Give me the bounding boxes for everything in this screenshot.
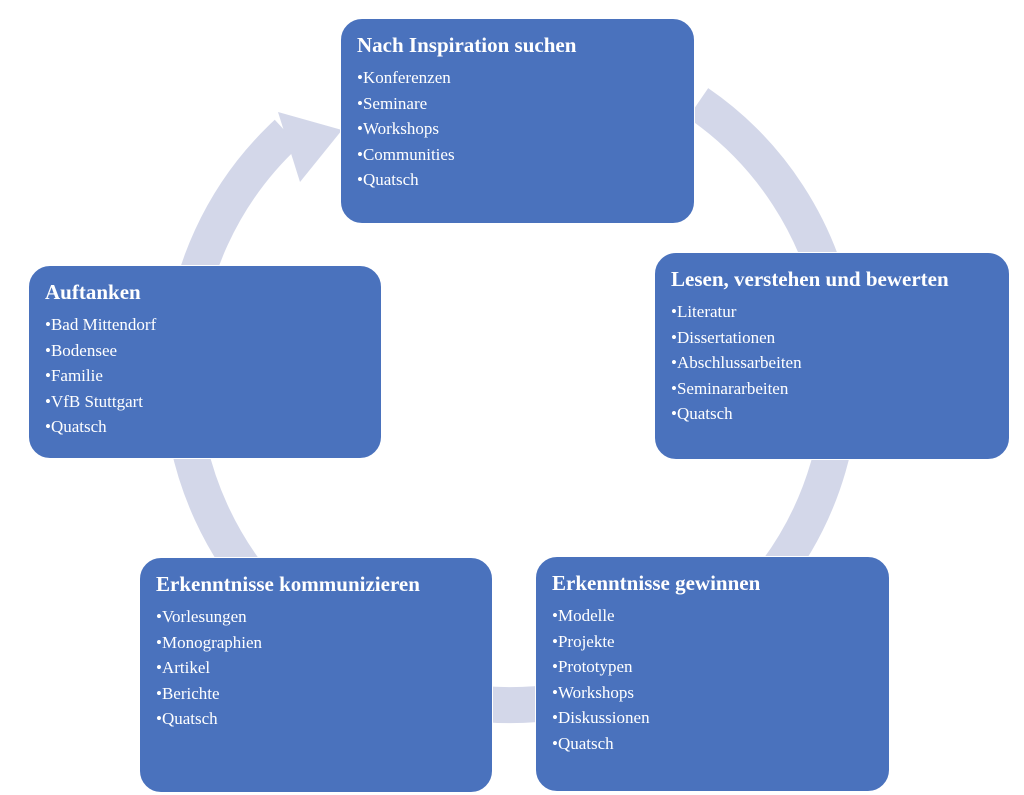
list-item: Projekte [552, 629, 877, 655]
list-item: Seminararbeiten [671, 376, 997, 402]
list-item: Konferenzen [357, 65, 682, 91]
list-item: VfB Stuttgart [45, 389, 369, 415]
stage-item-list: Literatur Dissertationen Abschlussarbeit… [671, 299, 997, 427]
list-item: Berichte [156, 681, 480, 707]
list-item: Bodensee [45, 338, 369, 364]
list-item: Artikel [156, 655, 480, 681]
stage-title: Erkenntnisse kommunizieren [156, 572, 420, 596]
stage-item-list: Bad Mittendorf Bodensee Familie VfB Stut… [45, 312, 369, 440]
list-item: Bad Mittendorf [45, 312, 369, 338]
list-item: Dissertationen [671, 325, 997, 351]
list-item: Communities [357, 142, 682, 168]
stage-box-auftanken: Auftanken Bad Mittendorf Bodensee Famili… [28, 265, 382, 459]
stage-box-gewinnen: Erkenntnisse gewinnen Modelle Projekte P… [535, 556, 890, 792]
list-item: Quatsch [671, 401, 997, 427]
list-item: Vorlesungen [156, 604, 480, 630]
stage-item-list: Konferenzen Seminare Workshops Communiti… [357, 65, 682, 193]
list-item: Quatsch [357, 167, 682, 193]
list-item: Literatur [671, 299, 997, 325]
list-item: Workshops [357, 116, 682, 142]
list-item: Familie [45, 363, 369, 389]
list-item: Quatsch [552, 731, 877, 757]
list-item: Prototypen [552, 654, 877, 680]
stage-title: Auftanken [45, 280, 141, 304]
list-item: Monographien [156, 630, 480, 656]
list-item: Workshops [552, 680, 877, 706]
list-item: Modelle [552, 603, 877, 629]
list-item: Diskussionen [552, 705, 877, 731]
stage-item-list: Modelle Projekte Prototypen Workshops Di… [552, 603, 877, 756]
stage-box-inspiration: Nach Inspiration suchen Konferenzen Semi… [340, 18, 695, 224]
list-item: Abschlussarbeiten [671, 350, 997, 376]
list-item: Quatsch [156, 706, 480, 732]
cycle-arrow-head [278, 112, 342, 182]
list-item: Quatsch [45, 414, 369, 440]
stage-box-lesen: Lesen, verstehen und bewerten Literatur … [654, 252, 1010, 460]
stage-item-list: Vorlesungen Monographien Artikel Bericht… [156, 604, 480, 732]
list-item: Seminare [357, 91, 682, 117]
stage-title: Nach Inspiration suchen [357, 33, 577, 57]
stage-box-kommunizieren: Erkenntnisse kommunizieren Vorlesungen M… [139, 557, 493, 793]
stage-title: Erkenntnisse gewinnen [552, 571, 761, 595]
stage-title: Lesen, verstehen und bewerten [671, 267, 949, 291]
